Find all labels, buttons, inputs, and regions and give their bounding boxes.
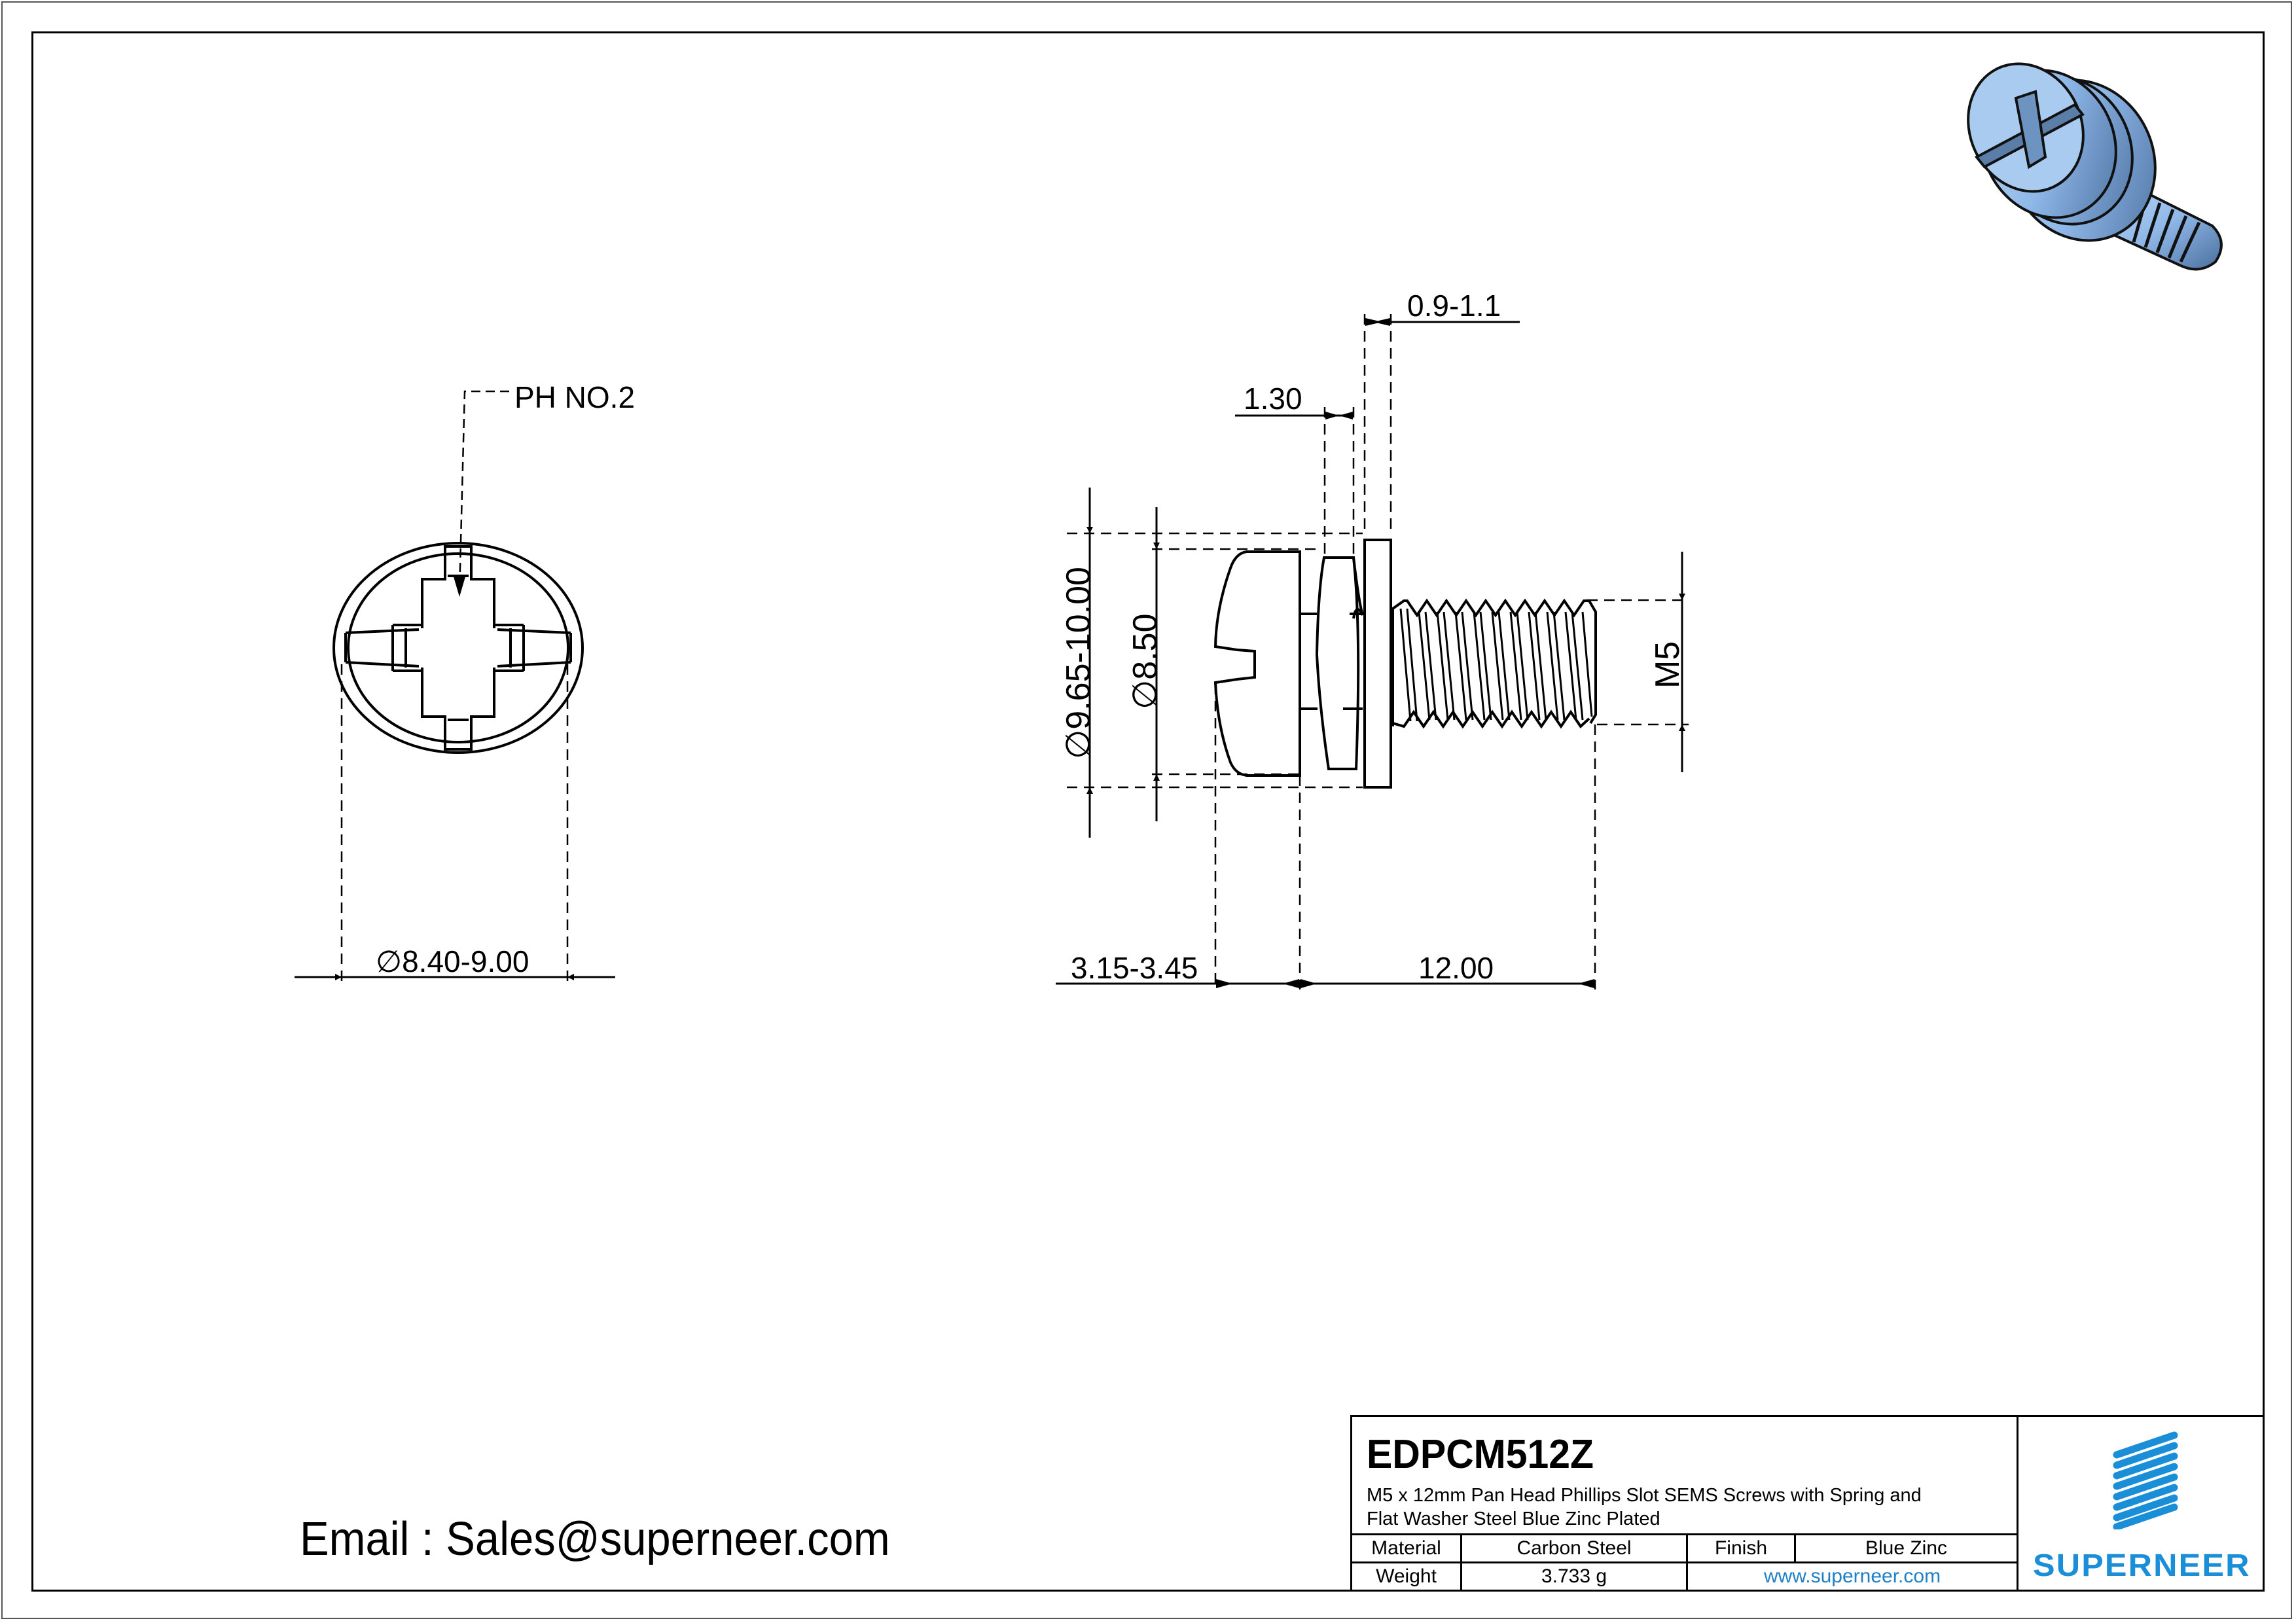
material-value: Carbon Steel: [1460, 1535, 1686, 1561]
contact-email: Email : Sales@superneer.com: [300, 1513, 890, 1565]
side-view-dimension-lines: [1056, 321, 1685, 985]
thread-size-dimension: M5: [1649, 641, 1687, 688]
material-label: Material: [1371, 1537, 1441, 1559]
brand-logo: SUPERNEER: [2018, 1417, 2263, 1590]
front-view-extension-lines: [340, 664, 569, 985]
part-number: EDPCM512Z: [1367, 1432, 1594, 1477]
properties-table: Material Carbon Steel Finish Blue Zinc W…: [1352, 1533, 2017, 1590]
length-dimension: 12.00: [1418, 951, 1494, 985]
finish-label: Finish: [1686, 1535, 1794, 1561]
front-view: [332, 542, 584, 754]
table-row: Weight 3.733 g www.superneer.com: [1352, 1563, 2017, 1590]
side-view-extension-lines: [1067, 314, 1689, 990]
phillips-size-callout: PH NO.2: [514, 380, 636, 414]
diameter-symbol-icon: ∅: [1060, 729, 1098, 759]
diameter-symbol-icon: ∅: [376, 944, 403, 978]
head-diameter-value: 8.40-9.00: [402, 944, 529, 978]
weight-label: Weight: [1376, 1565, 1437, 1587]
spring-washer-thickness-dimension: 1.30: [1244, 382, 1302, 416]
diameter-symbol-icon: ∅: [1126, 679, 1164, 709]
weight-value: 3.733 g: [1460, 1563, 1686, 1590]
spring-washer-od-dimension: ∅8.50: [1126, 613, 1164, 709]
flat-washer-thickness-dimension: 0.9-1.1: [1407, 289, 1501, 323]
table-row: Material Carbon Steel Finish Blue Zinc: [1352, 1535, 2017, 1563]
head-diameter-dimension: ∅8.40-9.00: [376, 946, 529, 976]
screw-3d-render: [1967, 62, 2223, 271]
flat-washer-od-dimension: ∅9.65-10.00: [1060, 567, 1098, 759]
ph-callout-leader: [458, 390, 509, 593]
dimension-arrowheads: [1216, 318, 1594, 988]
spring-washer-profile: [1300, 556, 1364, 770]
title-block-info: EDPCM512Z M5 x 12mm Pan Head Phillips Sl…: [1352, 1417, 2018, 1590]
thread-profile: [1391, 598, 1597, 729]
head-height-dimension: 3.15-3.45: [1071, 951, 1198, 985]
flat-washer-profile: [1363, 539, 1392, 789]
website-link[interactable]: www.superneer.com: [1686, 1563, 2017, 1590]
superneer-stripes-icon: [2113, 1431, 2178, 1529]
part-description: M5 x 12mm Pan Head Phillips Slot SEMS Sc…: [1367, 1485, 1922, 1529]
finish-value: Blue Zinc: [1794, 1535, 2017, 1561]
screw-head-profile: [1213, 550, 1301, 777]
drawing-frame: [31, 31, 2265, 1592]
brand-wordmark: SUPERNEER: [2033, 1548, 2251, 1583]
title-block: EDPCM512Z M5 x 12mm Pan Head Phillips Sl…: [1350, 1415, 2265, 1592]
